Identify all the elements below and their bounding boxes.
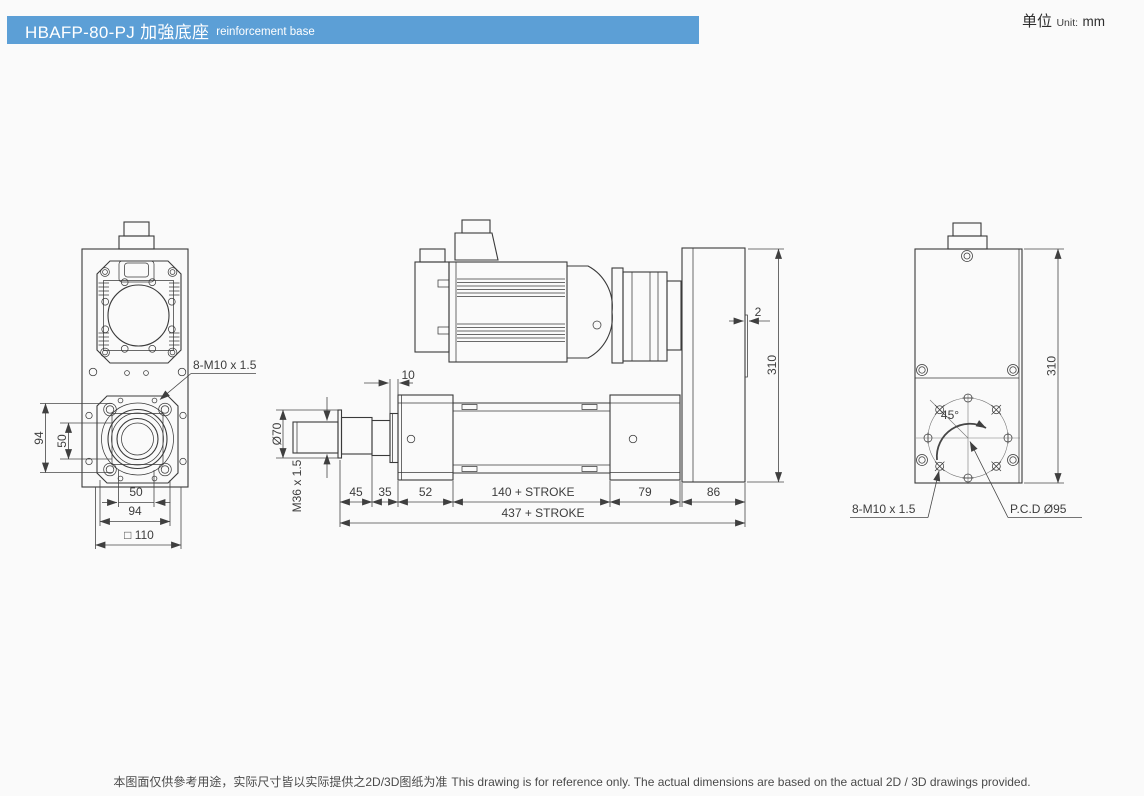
front-view: 94 50 50 94 □ 110 8-M10 x 1.5 <box>32 221 257 549</box>
front-dim-50h: 50 <box>129 485 143 499</box>
side-dim-52: 52 <box>419 485 433 499</box>
front-bolt-callout: 8-M10 x 1.5 <box>159 358 257 400</box>
rear-plate <box>914 248 1023 484</box>
side-dim-d70: Ø70 <box>270 422 284 445</box>
svg-text:P.C.D Ø95: P.C.D Ø95 <box>1010 502 1067 516</box>
front-motor-face <box>96 260 182 364</box>
side-dim-10: 10 <box>402 368 416 382</box>
front-dim-50v: 50 <box>55 434 69 448</box>
rear-bolt-callout: 8-M10 x 1.5 <box>850 470 941 518</box>
rear-dimensions: 310 <box>1024 248 1064 484</box>
side-dim-437-stroke: 437 + STROKE <box>501 506 584 520</box>
unit-value: mm <box>1082 14 1106 29</box>
front-mid-holes <box>88 367 187 377</box>
front-flange <box>85 395 187 484</box>
side-dim-310: 310 <box>765 355 779 375</box>
motor-fins <box>457 278 565 342</box>
front-dim-square110: □ 110 <box>124 528 154 542</box>
rear-corner-bolts <box>916 364 1019 466</box>
unit-label-cn: 单位 <box>1021 13 1052 30</box>
front-dim-94h: 94 <box>128 504 142 518</box>
page-title: HBAFP-80-PJ 加強底座 <box>25 22 210 42</box>
side-dim-79: 79 <box>638 485 652 499</box>
rear-dim-310: 310 <box>1045 356 1059 376</box>
side-rod-thread: M36 x 1.5 <box>290 459 304 512</box>
side-motor <box>414 219 613 363</box>
page-subtitle: reinforcement base <box>216 26 315 38</box>
side-reinforcement-plate <box>681 247 748 483</box>
side-dim-45: 45 <box>349 485 363 499</box>
front-body <box>81 248 189 488</box>
svg-text:8-M10 x 1.5: 8-M10 x 1.5 <box>852 502 916 516</box>
rear-view: 45° 8-M10 x 1.5 P.C.D Ø95 310 <box>850 222 1082 518</box>
side-gearbox <box>611 267 682 364</box>
side-dim-2: 2 <box>755 305 762 319</box>
title-bar: HBAFP-80-PJ 加強底座 reinforcement base <box>7 16 699 44</box>
rear-connector <box>947 222 988 250</box>
front-face-hatches <box>98 282 180 346</box>
side-dimensions: 10 Ø70 M36 x 1.5 45 35 52 140 + STROKE <box>270 248 784 527</box>
front-dim-94v: 94 <box>32 431 46 445</box>
side-view: 10 Ø70 M36 x 1.5 45 35 52 140 + STROKE <box>270 219 784 527</box>
front-connector <box>118 221 155 250</box>
side-dim-86: 86 <box>707 485 721 499</box>
unit-indicator: 单位 Unit: mm <box>1022 10 1105 31</box>
side-cylinder <box>292 394 681 481</box>
disclaimer-en: This drawing is for reference only. The … <box>451 775 1031 789</box>
side-dim-35: 35 <box>378 485 392 499</box>
unit-label-en: Unit: <box>1056 17 1079 29</box>
rear-pcd-callout: P.C.D Ø95 <box>969 441 1082 518</box>
front-dimensions: 94 50 50 94 □ 110 8-M10 x 1.5 <box>32 358 257 549</box>
side-dim-140-stroke: 140 + STROKE <box>491 485 574 499</box>
rear-dim-angle: 45° <box>941 408 959 422</box>
front-face-screws <box>100 267 178 358</box>
svg-text:8-M10 x 1.5: 8-M10 x 1.5 <box>193 358 257 372</box>
rear-bolt-circle: 45° <box>916 393 1020 484</box>
disclaimer-cn: 本图面仅供參考用途，实际尺寸皆以实际提供之2D/3D图纸为准 <box>113 775 448 789</box>
